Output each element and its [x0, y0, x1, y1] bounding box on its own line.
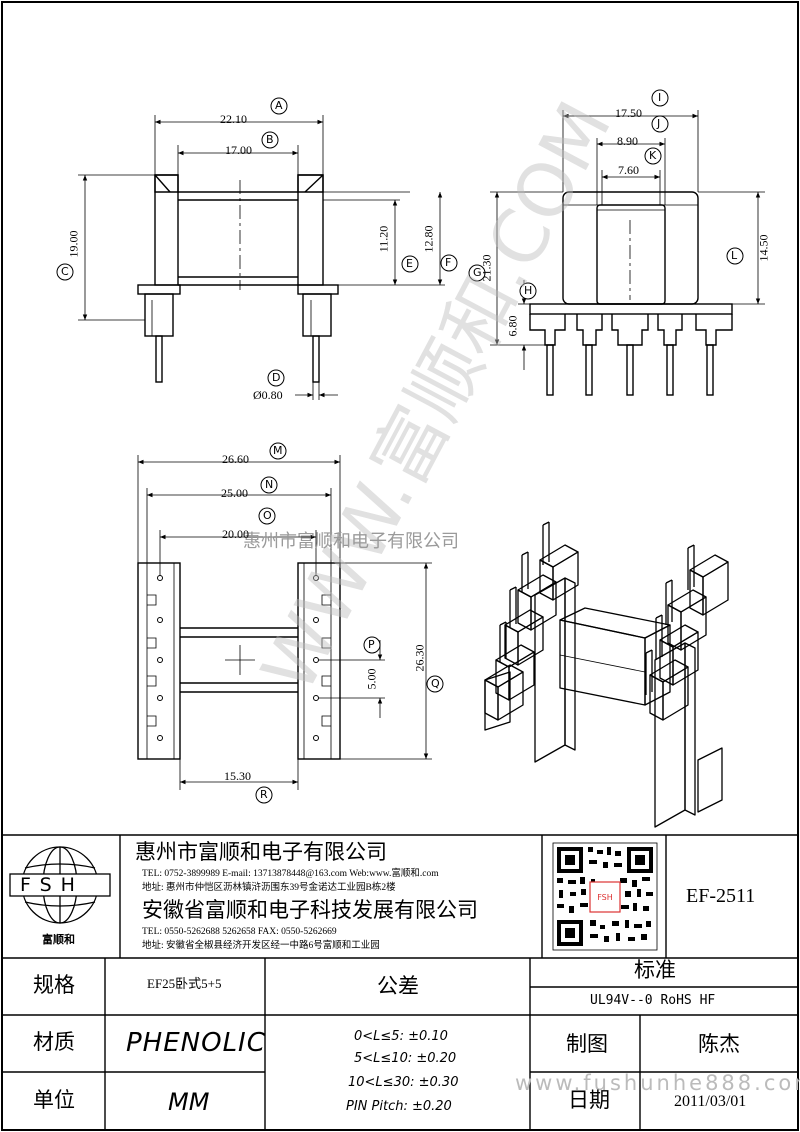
- dim-B-value: 17.00: [225, 143, 252, 157]
- dim-letter-P: P: [368, 638, 375, 651]
- dim-letter-K: K: [649, 149, 657, 162]
- company-huizhou-contact: TEL: 0752-3899989 E-mail: 13713878448@16…: [142, 869, 439, 879]
- dim-letter-G: G: [473, 266, 482, 279]
- logo-text: FSH: [20, 874, 84, 896]
- spec-label: 规格: [33, 973, 75, 997]
- dim-H-value: 6.80: [505, 315, 520, 337]
- dim-letter-circles: [56, 89, 744, 804]
- side-view-dims: [490, 110, 765, 370]
- bottom-view: [137, 562, 341, 760]
- tolerance-label: 公差: [377, 974, 419, 998]
- dim-E-value: 11.20: [376, 225, 391, 253]
- bottom-view-pins: [157, 575, 319, 741]
- company-huizhou-address: 地址: 惠州市仲恺区沥林镇浒沥围东39号金诺达工业园B栋2楼: [142, 883, 396, 893]
- dim-letter-B: B: [266, 133, 274, 146]
- dim-letter-R: R: [260, 788, 268, 801]
- material-value: PHENOLIC: [126, 1028, 266, 1058]
- bottom-view-slots: [147, 594, 331, 727]
- date-value: 2011/03/01: [674, 1093, 747, 1110]
- dim-P-value: 5.00: [364, 668, 379, 690]
- material-label: 材质: [33, 1030, 75, 1054]
- standard-label: 标准: [634, 958, 676, 982]
- tolerance-line-4: PIN Pitch: ±0.20: [346, 1099, 452, 1114]
- dim-letter-E: E: [406, 257, 413, 270]
- watermark-bottom: www.fushunhe888.com: [515, 1071, 800, 1095]
- bottom-view-dims: [137, 455, 432, 790]
- dim-N-value: 25.00: [221, 486, 248, 500]
- dim-letter-I: I: [658, 91, 662, 104]
- dim-letter-M: M: [273, 444, 283, 457]
- date-label: 日期: [568, 1088, 610, 1112]
- isometric-view: [484, 521, 729, 828]
- dim-K-value: 7.60: [618, 163, 639, 177]
- dim-letter-C: C: [61, 265, 69, 278]
- drafter-name: 陈杰: [698, 1032, 740, 1056]
- dim-L-value: 14.50: [756, 234, 771, 262]
- dim-letter-L: L: [731, 249, 738, 262]
- spec-value: EF25卧式5+5: [147, 976, 222, 991]
- dim-J-value: 8.90: [617, 134, 638, 148]
- dim-letter-N: N: [265, 478, 274, 491]
- company-name-huizhou: 惠州市富顺和电子有限公司: [135, 840, 387, 864]
- part-number: EF-2511: [686, 885, 756, 907]
- dim-M-value: 26.60: [222, 452, 249, 466]
- front-view: [137, 174, 339, 383]
- drawing-label: 制图: [566, 1032, 608, 1056]
- title-block-grid: [2, 834, 798, 1130]
- side-view: [529, 191, 733, 396]
- dim-letter-D: D: [272, 371, 281, 384]
- company-name-anhui: 安徽省富顺和电子科技发展有限公司: [142, 898, 478, 922]
- dim-G-value: 21.30: [479, 254, 494, 282]
- standard-value: UL94V--0 RoHS HF: [590, 993, 716, 1008]
- company-anhui-contact: TEL: 0550-5262688 5262658 FAX: 0550-5262…: [142, 927, 337, 937]
- dim-F-value: 12.80: [421, 225, 436, 253]
- dim-R-value: 15.30: [224, 769, 251, 783]
- dim-O-value: 20.00: [222, 527, 249, 541]
- unit-value: MM: [168, 1088, 210, 1116]
- unit-label: 单位: [33, 1088, 75, 1112]
- qr-code-icon: FSH: [552, 842, 658, 951]
- tolerance-line-1: 0<L≤5: ±0.10: [354, 1029, 448, 1044]
- dim-C-value: 19.00: [66, 230, 81, 258]
- dim-letter-Q: Q: [431, 677, 440, 690]
- dim-letter-J: J: [657, 117, 661, 130]
- dim-Q-value: 26.30: [412, 644, 427, 672]
- dim-letter-F: F: [445, 256, 452, 269]
- dim-I-value: 17.50: [615, 106, 642, 120]
- front-view-dims: [78, 115, 445, 400]
- fsh-logo: [9, 846, 111, 924]
- tolerance-line-2: 5<L≤10: ±0.20: [354, 1051, 457, 1066]
- dim-letter-A: A: [275, 99, 283, 112]
- dim-letter-H: H: [524, 284, 533, 297]
- logo-caption: 富顺和: [42, 933, 75, 946]
- dim-D-value: Ø0.80: [253, 388, 283, 402]
- company-anhui-address: 地址: 安徽省全椒县经济开发区经一中路6号富顺和工业园: [142, 941, 380, 951]
- dim-letter-O: O: [263, 509, 272, 522]
- svg-text:FSH: FSH: [597, 893, 613, 902]
- dim-A-value: 22.10: [220, 112, 247, 126]
- watermark-center: 惠州市富顺和电子有限公司: [243, 531, 459, 552]
- tolerance-line-3: 10<L≤30: ±0.30: [348, 1075, 459, 1090]
